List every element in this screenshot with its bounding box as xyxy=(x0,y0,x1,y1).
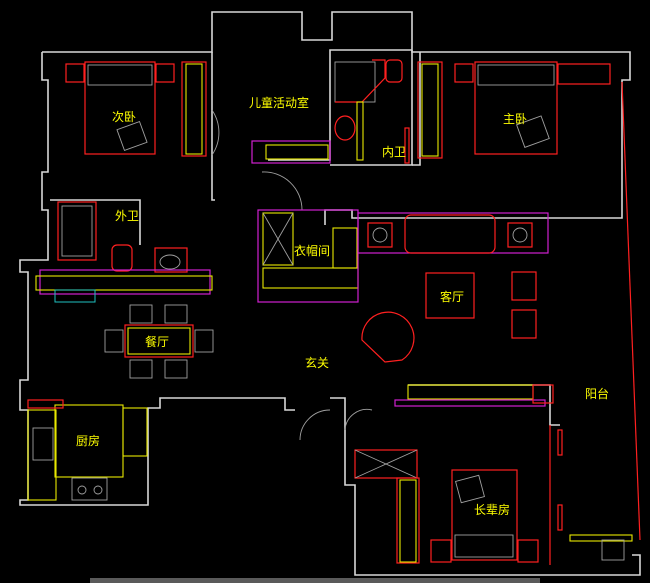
label-master-bedroom: 主卧 xyxy=(503,112,528,126)
label-outer-bath: 外卫 xyxy=(115,209,140,223)
label-foyer: 玄关 xyxy=(305,356,330,370)
second-bedroom-furniture xyxy=(65,61,220,157)
walls xyxy=(19,11,641,576)
master-bedroom-furniture xyxy=(417,61,641,541)
label-kids-room: 儿童活动室 xyxy=(249,96,310,110)
label-second-bedroom: 次卧 xyxy=(112,110,137,124)
kids-room-furniture xyxy=(251,140,331,211)
label-elder-room: 长辈房 xyxy=(474,503,511,517)
label-inner-bath: 内卫 xyxy=(382,145,407,159)
cloakroom-furniture xyxy=(257,209,359,303)
living-room-furniture xyxy=(357,212,549,363)
label-living-room: 客厅 xyxy=(440,290,465,304)
dining-furniture xyxy=(104,304,214,379)
label-kitchen: 厨房 xyxy=(76,434,101,448)
label-dining-room: 餐厅 xyxy=(145,335,170,349)
horizontal-scrollbar[interactable] xyxy=(90,578,540,583)
kitchen-fixtures xyxy=(27,399,373,501)
outer-bath-fixtures xyxy=(35,201,213,303)
elder-room-furniture xyxy=(354,384,633,565)
inner-bath-fixtures xyxy=(334,59,410,164)
label-cloakroom: 衣帽间 xyxy=(294,244,331,258)
label-balcony: 阳台 xyxy=(585,387,610,401)
